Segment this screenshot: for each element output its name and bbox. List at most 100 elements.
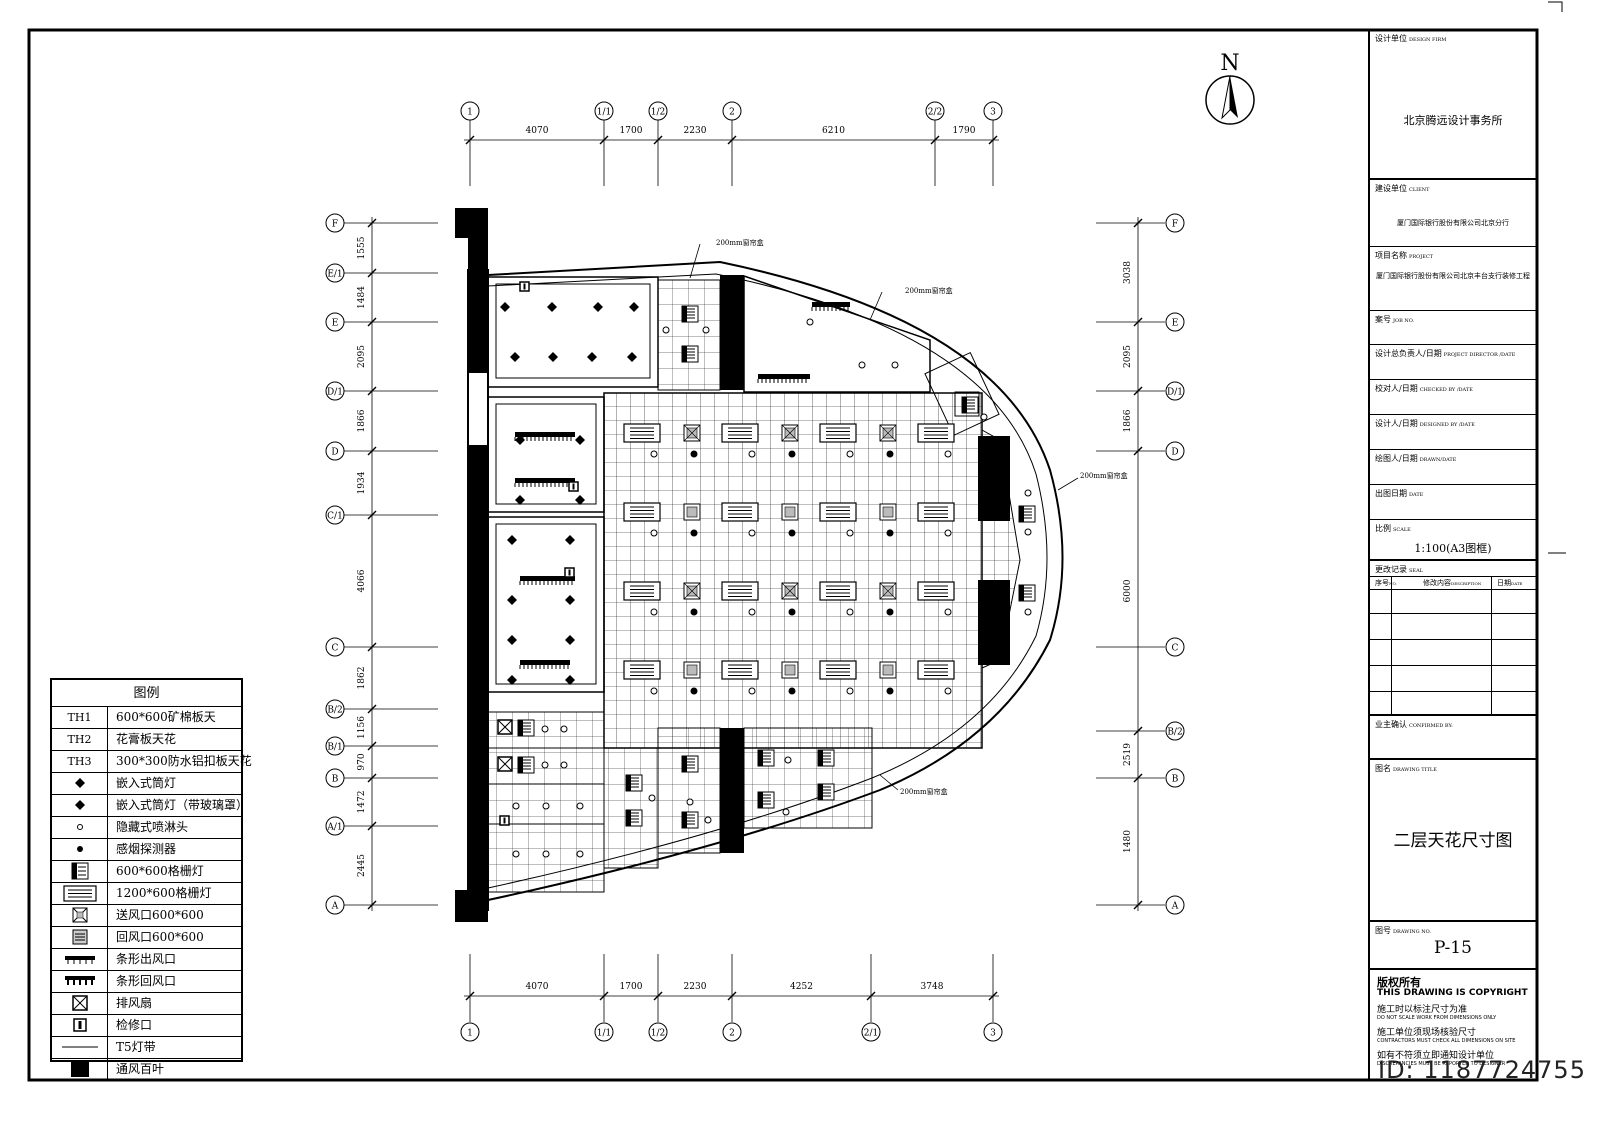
dim-left-9: 1472 (357, 791, 367, 814)
smoke-detector-icon (788, 608, 796, 616)
sprinkler-icon (560, 761, 568, 769)
svg-text:1/2: 1/2 (651, 108, 665, 118)
sprinkler-icon (846, 450, 854, 458)
downlight-icon (629, 302, 639, 312)
strip-supply-icon (52, 949, 108, 970)
svg-text:A: A (331, 902, 339, 912)
sprinkler-icon (806, 318, 814, 326)
svg-text:B/2: B/2 (327, 706, 342, 716)
dim-bottom-3: 4252 (790, 982, 813, 992)
grille-600-icon (757, 791, 775, 809)
sprinkler-icon (1024, 489, 1032, 497)
downlight-icon (510, 352, 520, 362)
legend-label: 回风口600*600 (116, 930, 204, 944)
axis-left-5: C/1 (325, 505, 345, 525)
svg-text:F: F (1172, 220, 1178, 230)
dim-bottom-2: 2230 (684, 982, 707, 992)
dim-top-2: 2230 (684, 126, 707, 136)
louver-icon (52, 1059, 108, 1080)
supply-vent-icon (683, 582, 701, 600)
legend-row-11: 条形出风口 (52, 949, 241, 971)
sprinkler-icon (1024, 528, 1032, 536)
grille-600-icon (757, 749, 775, 767)
grille-600-icon (517, 719, 535, 737)
legend-label: 送风口600*600 (116, 908, 204, 922)
grille-600-icon (681, 811, 699, 829)
grille-light-icon (819, 660, 857, 680)
axis-bottom-4: 2/1 (861, 1022, 881, 1042)
legend-row-15: T5灯带 (52, 1037, 241, 1059)
axis-top-5: 3 (983, 101, 1003, 121)
axis-top-4: 2/2 (925, 101, 945, 121)
grille-light-icon (721, 581, 759, 601)
svg-text:B: B (332, 775, 339, 785)
axis-top-2: 1/2 (648, 101, 668, 121)
axis-top-3: 2 (722, 101, 742, 121)
axis-bottom-1: 1/1 (594, 1022, 614, 1042)
legend-label: 1200*600格栅灯 (116, 886, 212, 900)
dim-bottom-0: 4070 (526, 982, 549, 992)
smoke-detector-icon (690, 687, 698, 695)
exhaust-fan-icon (52, 993, 108, 1014)
legend-label: 通风百叶 (116, 1062, 165, 1076)
axis-left-1: E/1 (325, 263, 345, 283)
sprinkler-icon (650, 608, 658, 616)
sprinkler-icon (891, 361, 899, 369)
svg-text:200mm窗帘盒: 200mm窗帘盒 (900, 787, 948, 796)
axis-right-2: D/1 (1165, 381, 1185, 401)
strip-vent-icon (514, 432, 575, 441)
sprinkler-icon (748, 529, 756, 537)
id-stamp: ID: 1187724755 (1378, 1056, 1586, 1084)
svg-text:2/2: 2/2 (928, 108, 942, 118)
dim-left-8: 970 (357, 753, 367, 770)
svg-text:200mm窗帘盒: 200mm窗帘盒 (1080, 471, 1128, 480)
grille-1200-icon (52, 883, 108, 904)
sprinkler-icon (782, 808, 790, 816)
sprinkler-icon (944, 450, 952, 458)
svg-text:3: 3 (990, 108, 996, 118)
client-name: 厦门国际银行股份有限公司北京分行 (1397, 219, 1509, 227)
svg-text:200mm窗帘盒: 200mm窗帘盒 (716, 238, 764, 247)
floor-plan (455, 208, 1064, 922)
grille-600-icon (961, 396, 979, 414)
smoke-detector-icon (690, 450, 698, 458)
svg-text:B/2: B/2 (1167, 728, 1182, 738)
legend-label: 检修口 (116, 1018, 153, 1032)
sprinkler-icon (980, 413, 988, 421)
return-vent-icon (781, 503, 799, 521)
legend-label: 600*600格栅灯 (116, 864, 204, 878)
grille-600-icon (681, 755, 699, 773)
svg-text:E: E (332, 319, 339, 329)
drawing-number: P-15 (1434, 938, 1472, 958)
design-firm-name: 北京腾远设计事务所 (1403, 114, 1503, 127)
grille-light-icon (819, 581, 857, 601)
smoke-detector-icon (886, 687, 894, 695)
strip-vent-icon (514, 478, 575, 487)
dim-top-1: 1700 (620, 126, 643, 136)
supply-vent-icon (781, 582, 799, 600)
axis-bottom-5: 3 (983, 1022, 1003, 1042)
svg-text:200mm窗帘盒: 200mm窗帘盒 (905, 286, 953, 295)
axis-bottom-0: 1 (460, 1022, 480, 1042)
axis-left-4: D (325, 441, 345, 461)
legend-label: T5灯带 (116, 1040, 156, 1054)
dim-left-5: 4066 (357, 569, 367, 592)
return-vent-icon (781, 661, 799, 679)
downlight-icon (565, 535, 575, 545)
dim-top-0: 4070 (526, 126, 549, 136)
svg-text:2: 2 (729, 1029, 735, 1039)
smoke-detector-icon (52, 839, 108, 860)
drawing-frame (27, 28, 1539, 1082)
supply-vent-icon (683, 424, 701, 442)
access-hatch-icon (499, 815, 510, 826)
sprinkler-icon (662, 326, 670, 334)
sprinkler-icon (650, 529, 658, 537)
strip-vent-icon (519, 576, 575, 585)
axis-left-6: C (325, 637, 345, 657)
smoke-detector-icon (788, 529, 796, 537)
